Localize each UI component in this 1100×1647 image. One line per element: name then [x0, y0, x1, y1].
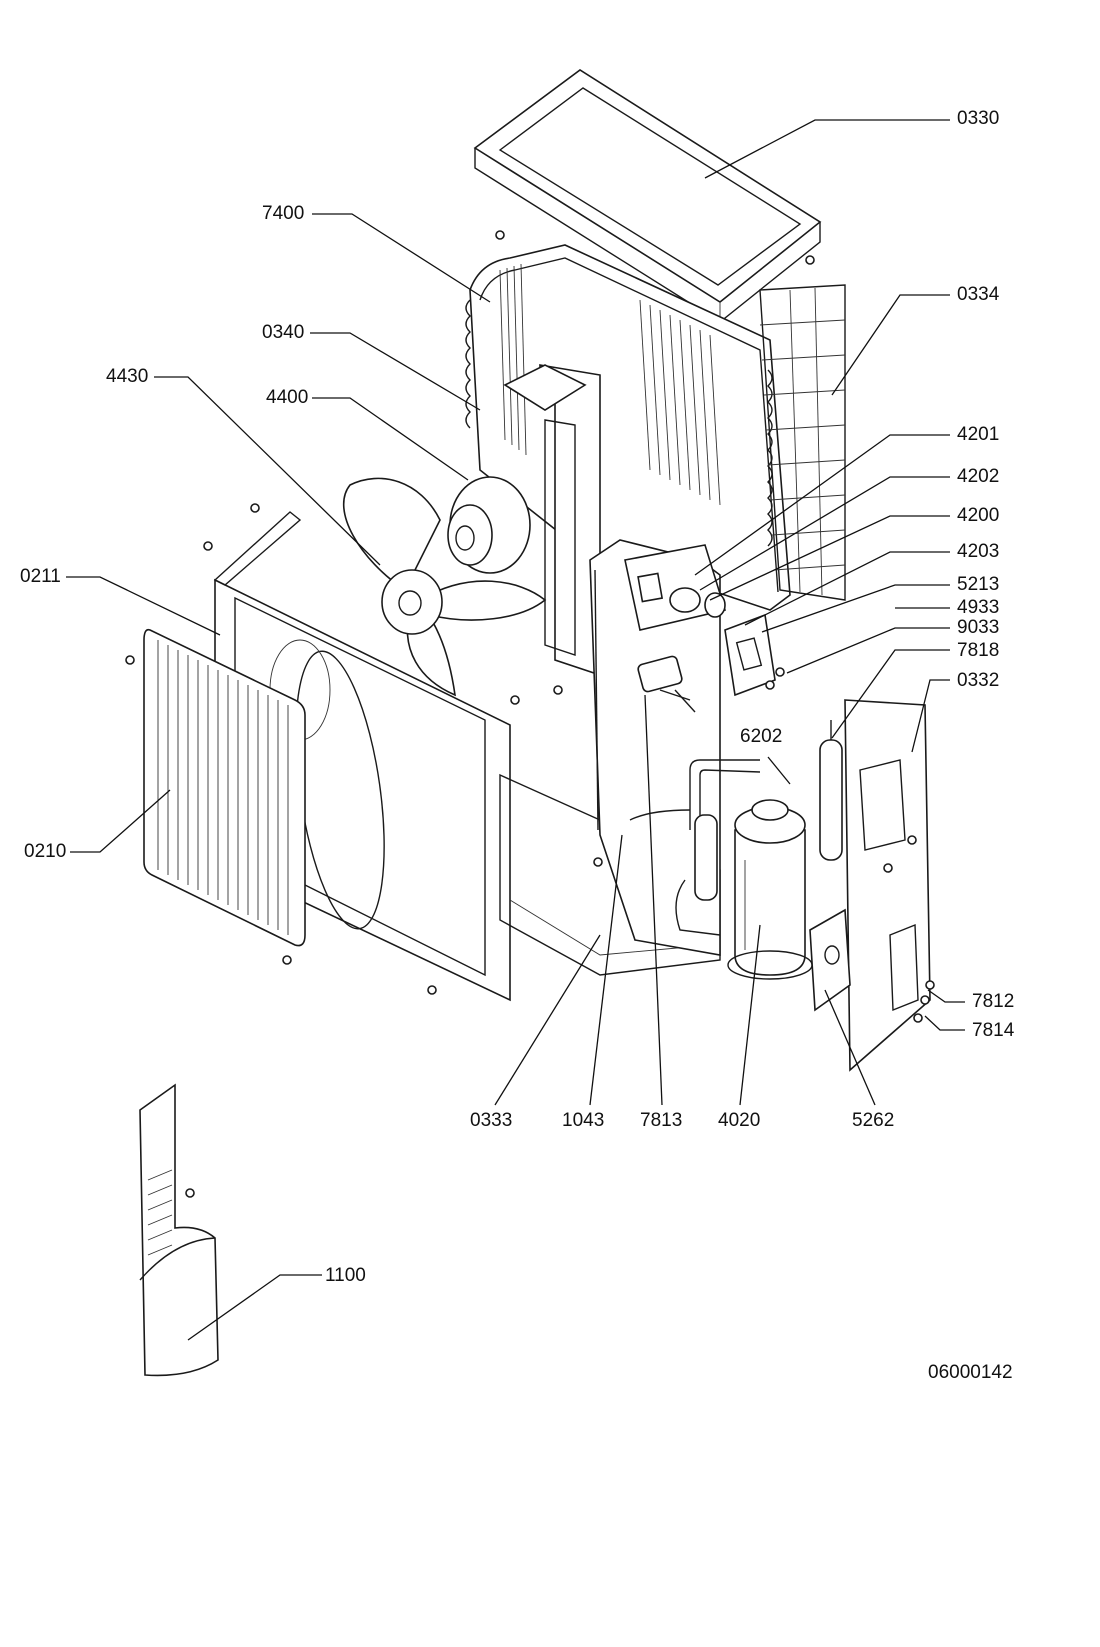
terminal-bracket: [809, 908, 851, 1012]
label-1100: 1100: [325, 1265, 366, 1286]
rear-grille: [759, 284, 846, 601]
electrical-components: [624, 544, 776, 697]
side-panel: [844, 699, 931, 1072]
label-0333: 0333: [470, 1110, 513, 1131]
label-7812: 7812: [972, 991, 1015, 1012]
label-7814: 7814: [972, 1020, 1015, 1041]
accumulator: [819, 720, 843, 861]
refrigerant-piping: [629, 759, 761, 936]
label-4202: 4202: [957, 466, 1000, 487]
front-grille: [143, 628, 306, 947]
label-0330: 0330: [957, 108, 1000, 129]
screws: [125, 230, 935, 1198]
label-4020: 4020: [718, 1110, 761, 1131]
label-7813: 7813: [640, 1110, 683, 1131]
label-0334: 0334: [957, 284, 1000, 305]
label-0210: 0210: [24, 841, 67, 862]
top-cover: [473, 69, 822, 323]
label-4200: 4200: [957, 505, 1000, 526]
drawing-number: 06000142: [928, 1362, 1013, 1383]
leader-lines: [66, 119, 965, 1341]
label-6202: 6202: [740, 726, 783, 747]
label-7400: 7400: [262, 203, 305, 224]
label-4933: 4933: [957, 597, 1000, 618]
label-0211: 0211: [20, 566, 61, 587]
label-4201: 4201: [957, 424, 1000, 445]
label-0332: 0332: [957, 670, 1000, 691]
corner-cover: [139, 1083, 219, 1377]
label-9033: 9033: [957, 617, 1000, 638]
label-4430: 4430: [106, 366, 149, 387]
label-4400: 4400: [266, 387, 309, 408]
label-4203: 4203: [957, 541, 1000, 562]
condenser-coil: [465, 244, 791, 611]
label-0340: 0340: [262, 322, 305, 343]
label-5262: 5262: [852, 1110, 895, 1131]
motor-bracket: [503, 364, 601, 677]
fan-blade: [342, 477, 547, 697]
compressor: [727, 799, 813, 980]
partition-panel: [589, 539, 721, 956]
label-5213: 5213: [957, 574, 1000, 595]
label-1043: 1043: [562, 1110, 605, 1131]
service-valve: [637, 655, 696, 713]
label-7818: 7818: [957, 640, 1000, 661]
fan-motor: [447, 476, 531, 574]
